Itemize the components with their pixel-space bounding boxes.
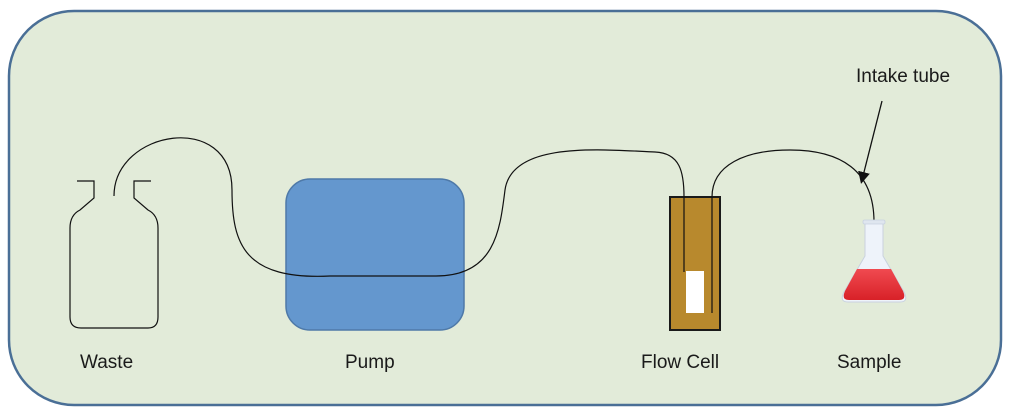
waste-label: Waste: [80, 352, 134, 373]
erlenmeyer-flask-icon: [841, 219, 907, 303]
intake-tube-label: Intake tube: [856, 66, 951, 87]
pump-label: Pump: [345, 352, 395, 373]
sample-label: Sample: [837, 352, 902, 373]
waste-bottle-icon: [69, 180, 159, 329]
flow-cell-label: Flow Cell: [641, 352, 720, 373]
intake-tube-arrow: [858, 100, 883, 184]
pump-box: [285, 178, 465, 331]
background-panel: [7, 9, 1003, 407]
